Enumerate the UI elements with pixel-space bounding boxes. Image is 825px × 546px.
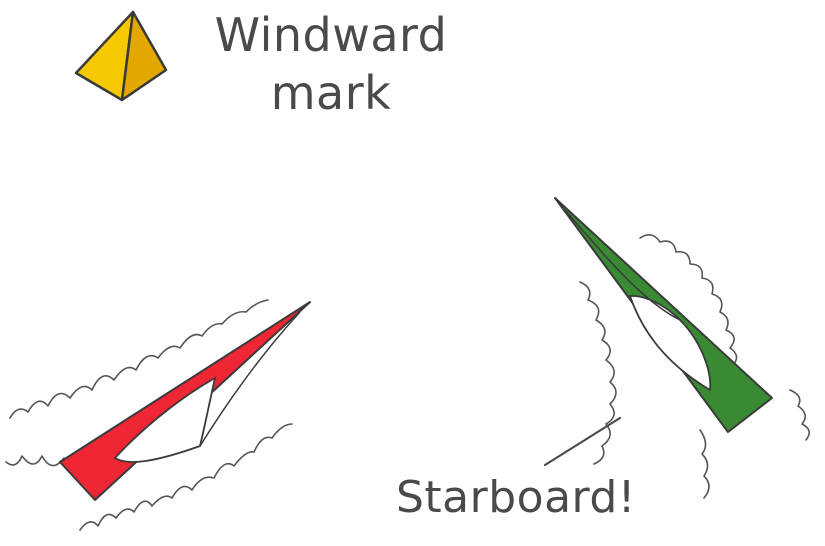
starboard-boat-wake-left [580,282,616,464]
windward-mark-icon [76,12,166,100]
starboard-callout-line [545,418,620,465]
starboard-call-label: Starboard! [396,470,636,526]
port-tack-boat [6,300,310,530]
windward-mark-label: Windward mark [196,6,466,122]
starboard-tack-boat [555,198,809,498]
windward-mark-label-line2: mark [196,64,466,122]
windward-mark-label-line1: Windward [196,6,466,64]
